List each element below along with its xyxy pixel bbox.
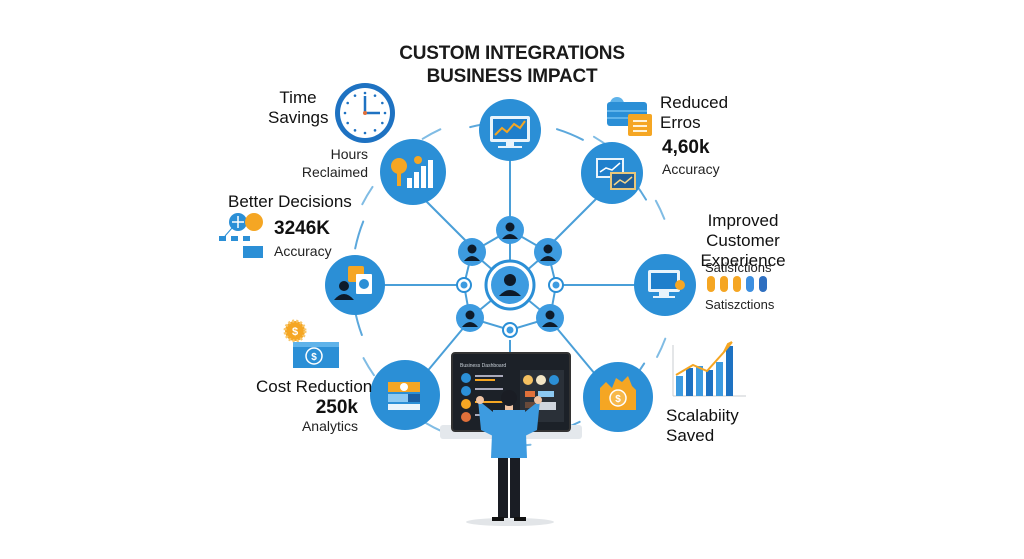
time-savings-caption: Hours Reclaimed <box>300 145 368 181</box>
decision-tree-icon <box>219 213 263 258</box>
person-icon <box>542 310 558 327</box>
database-document-icon <box>607 97 652 136</box>
network-person-node[interactable] <box>536 304 564 332</box>
growth-bar <box>676 376 683 396</box>
scalability-title: Scalabiity Saved <box>666 406 739 446</box>
node-dual-monitor[interactable] <box>581 142 643 204</box>
clock-tick <box>353 94 357 97</box>
satisfaction-bar <box>720 276 728 292</box>
customer-monitor-icon <box>648 270 685 298</box>
clock-tick <box>363 91 367 95</box>
scalability-title-1: Scalabiity <box>666 406 739 425</box>
better-decisions-value: 3246K <box>274 218 330 239</box>
clock-tick <box>373 94 377 97</box>
time-savings-caption-2: Reclaimed <box>301 164 368 180</box>
analytics-monitor-icon <box>490 116 530 148</box>
network-person-node[interactable] <box>458 238 486 266</box>
reduced-errors-title: Reduced Erros <box>660 93 728 133</box>
scalability-title-2: Saved <box>666 426 715 445</box>
growth-bar <box>726 346 733 396</box>
network-person-node[interactable] <box>496 216 524 244</box>
clock-tick <box>363 131 367 135</box>
growth-bar <box>716 362 723 396</box>
title-line-1: CUSTOM INTEGRATIONS <box>399 43 625 64</box>
satisfaction-bar <box>759 276 767 292</box>
clock-tick <box>346 101 349 105</box>
network-connector-node <box>456 277 472 293</box>
customer-experience-caption-top: Satisfctions <box>705 260 772 275</box>
reduced-errors-value: 4,60k <box>662 137 710 158</box>
page-title: CUSTOM INTEGRATIONS BUSINESS IMPACT <box>0 42 1024 88</box>
bar-chart-search-icon <box>391 156 433 188</box>
growth-chart-icon <box>672 341 746 397</box>
cost-reduction-caption: Analytics <box>301 418 358 434</box>
cost-reduction-title: Cost Reduction <box>256 377 373 396</box>
network-connector-node <box>502 322 518 338</box>
customer-experience-title-1: Improved Customer <box>706 211 780 250</box>
payment-card-icon <box>388 382 420 410</box>
clock-tick <box>383 111 387 115</box>
node-payment-card[interactable] <box>370 360 440 430</box>
time-savings-title-1: Time <box>279 88 317 107</box>
clock-tick <box>373 129 377 132</box>
time-savings-title: Time Savings <box>268 88 328 128</box>
customer-experience-title: Improved Customer Experience <box>672 211 814 271</box>
cost-reduction-value: 250k <box>315 397 358 418</box>
screen-header: Business Dashboard <box>460 363 506 369</box>
clock-tick <box>346 121 349 125</box>
network-person-node[interactable] <box>456 304 484 332</box>
person-icon <box>499 274 521 296</box>
growth-bar <box>696 366 703 396</box>
satisfaction-bar <box>733 276 741 292</box>
svg-text:$: $ <box>615 394 621 405</box>
node-customer-monitor[interactable] <box>634 254 696 316</box>
screen-right-panel <box>520 370 564 422</box>
clock-tick <box>353 129 357 132</box>
clock-tick <box>381 121 384 125</box>
better-decisions-title: Better Decisions <box>228 192 352 211</box>
satisfaction-bars-icon <box>707 276 767 292</box>
reduced-errors-caption: Accuracy <box>662 161 720 177</box>
dual-monitor-icon <box>596 158 636 190</box>
clock-tick <box>343 111 347 115</box>
person-icon <box>540 244 556 261</box>
reduced-errors-title-2: Erros <box>660 113 701 132</box>
center-node[interactable] <box>484 259 536 311</box>
person-icon <box>464 244 480 261</box>
node-bar-chart[interactable] <box>380 139 446 205</box>
growth-bar <box>686 368 693 396</box>
person-icon <box>502 222 518 239</box>
satisfaction-bar <box>707 276 715 292</box>
person-icon <box>462 310 478 327</box>
satisfaction-bar <box>746 276 754 292</box>
inner-nodes <box>456 216 564 338</box>
network-person-node[interactable] <box>534 238 562 266</box>
clock-tick <box>381 101 384 105</box>
title-line-2: BUSINESS IMPACT <box>426 66 598 87</box>
screen-left-panel <box>461 373 503 422</box>
customer-experience-caption-bottom: Satiszctions <box>705 297 775 312</box>
node-gold-coins[interactable]: $ <box>583 362 653 432</box>
time-savings-caption-1: Hours <box>330 146 368 162</box>
node-analytics-monitor[interactable] <box>479 99 541 161</box>
person-figure <box>466 390 554 526</box>
growth-bar <box>706 370 713 396</box>
gold-coins-icon: $ <box>600 376 636 410</box>
better-decisions-caption: Accuracy <box>274 243 332 259</box>
manager-report-icon <box>334 266 372 300</box>
node-manager-report[interactable] <box>325 255 385 315</box>
network-connector-node <box>548 277 564 293</box>
svg-text:$: $ <box>311 352 317 363</box>
money-bill-icon: $ $ <box>283 319 339 368</box>
customer-experience-title-2: Experience <box>700 251 786 270</box>
reduced-errors-title-1: Reduced <box>660 93 729 112</box>
time-savings-title-2: Savings <box>268 108 329 127</box>
clock-icon <box>335 83 395 143</box>
svg-text:$: $ <box>292 326 298 338</box>
